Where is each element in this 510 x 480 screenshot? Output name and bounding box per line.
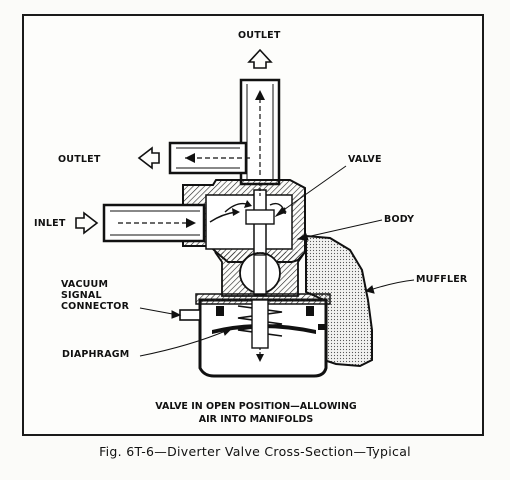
diaphragm-leader <box>139 329 229 357</box>
label-vacuum-line1: VACUUM <box>61 279 109 290</box>
outlet-side-arrow <box>137 146 160 170</box>
body-leader-head <box>296 233 309 241</box>
label-vacuum-signal-connector: VACUUM SIGNAL CONNECTOR <box>61 279 129 312</box>
muffler-leader-head <box>364 285 375 294</box>
inlet-pipe <box>102 203 240 243</box>
label-valve: VALVE <box>348 154 382 165</box>
body-leader <box>301 219 383 239</box>
valve-leader-head <box>274 207 287 218</box>
vertical-outlet-pipe <box>239 78 281 186</box>
inlet-arrow <box>75 211 99 235</box>
diaphragm-leader-head <box>222 328 232 336</box>
label-diaphragm: DIAPHRAGM <box>62 349 130 360</box>
note-line1: VALVE IN OPEN POSITION—ALLOWING <box>155 401 357 412</box>
valve-position-note: VALVE IN OPEN POSITION—ALLOWING AIR INTO… <box>120 400 392 426</box>
label-muffler: MUFFLER <box>416 274 468 285</box>
valve-body <box>182 179 306 271</box>
diaphragm-housing <box>195 293 331 378</box>
leader-lines <box>139 165 415 357</box>
outlet-top-arrow <box>247 48 273 69</box>
label-outlet-top: OUTLET <box>238 30 281 41</box>
vacuum-signal-connector <box>179 309 201 321</box>
muffler-leader <box>369 279 415 291</box>
label-outlet-side: OUTLET <box>58 154 101 165</box>
valve-neck <box>214 251 306 297</box>
figure-caption: Fig. 6T-6—Diverter Valve Cross-Section—T… <box>99 444 411 459</box>
valve-leader <box>277 165 347 215</box>
note-line2: AIR INTO MANIFOLDS <box>198 414 314 425</box>
label-inlet: INLET <box>34 218 66 229</box>
label-vacuum-line2: SIGNAL <box>61 290 102 301</box>
vacuum-leader-head <box>171 310 182 319</box>
label-body: BODY <box>384 214 415 225</box>
side-outlet-pipe <box>168 141 250 175</box>
label-vacuum-line3: CONNECTOR <box>61 301 130 312</box>
